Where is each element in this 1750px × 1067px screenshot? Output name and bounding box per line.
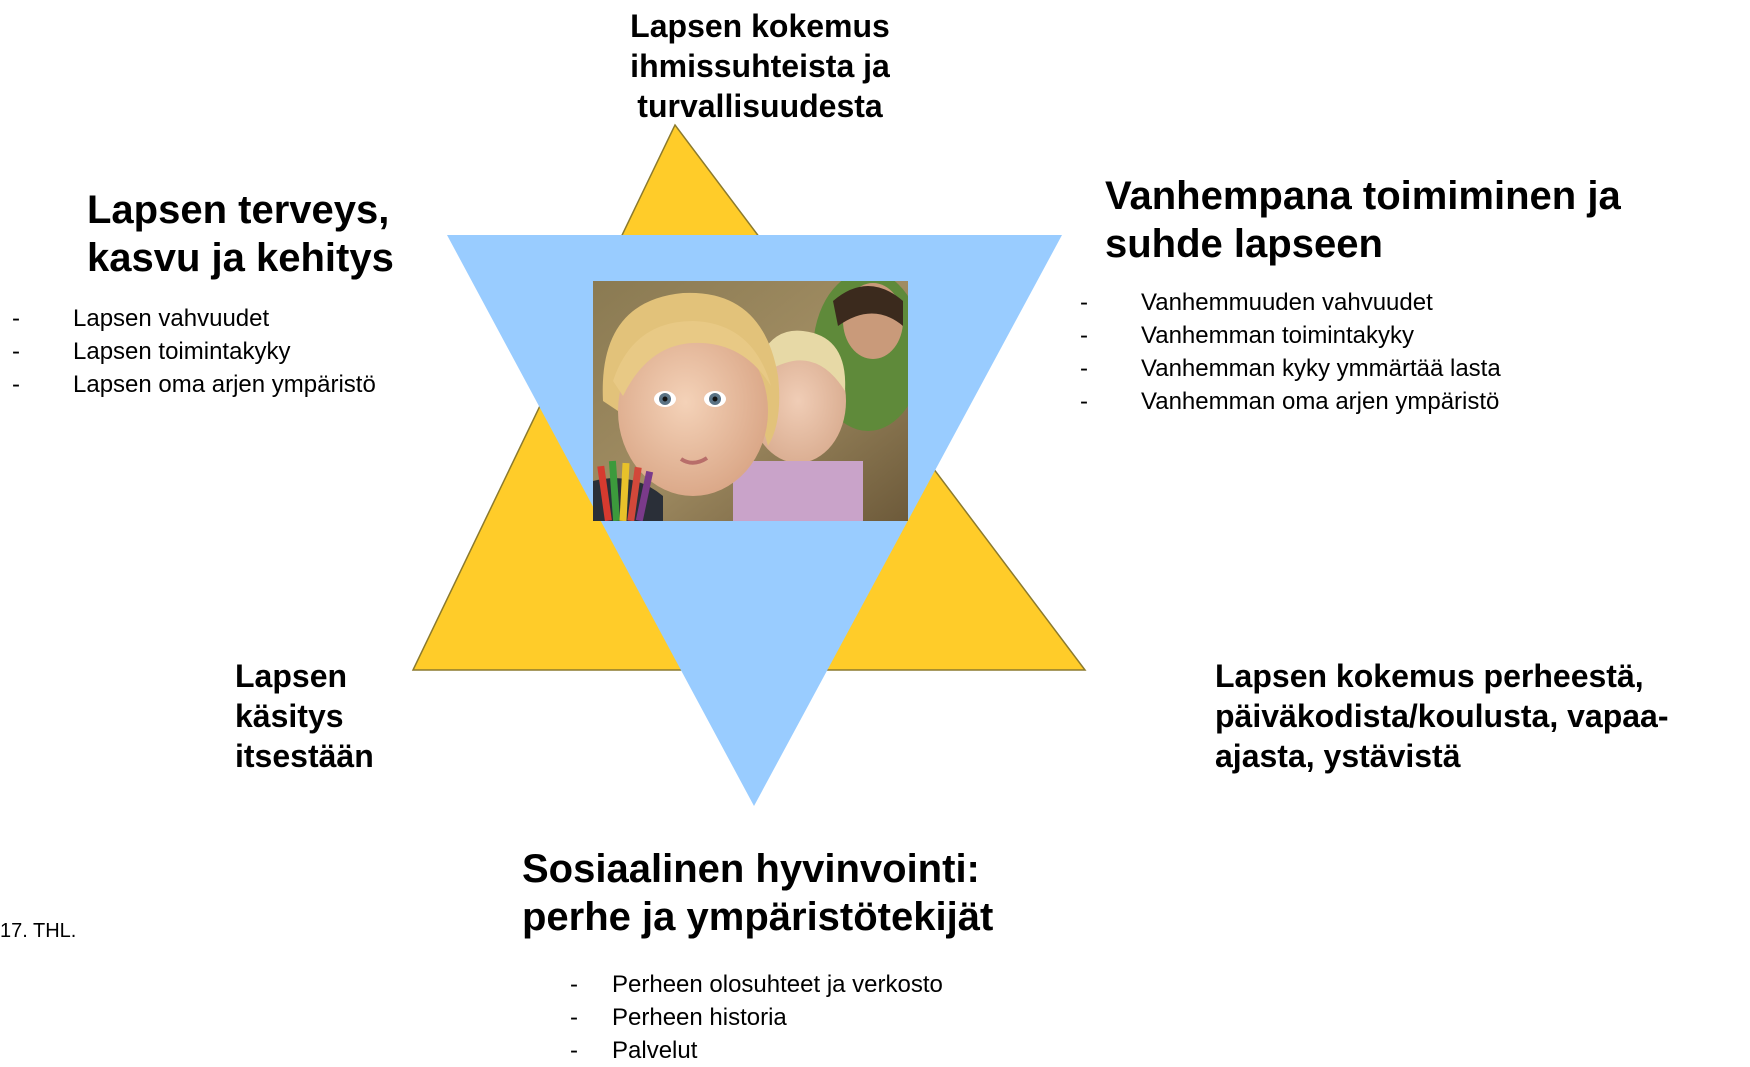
bottom-left-label: Lapsen käsitys itsestään (235, 656, 374, 776)
left-section-list: -Lapsen vahvuudet -Lapsen toimintakyky -… (12, 302, 376, 401)
right-section-title: Vanhempana toimiminen ja suhde lapseen (1105, 172, 1621, 268)
right-section-list: -Vanhemmuuden vahvuudet -Vanhemman toimi… (1080, 286, 1501, 418)
right-title-line: Vanhempana toimiminen ja (1105, 174, 1621, 218)
dash-mark: - (12, 338, 20, 365)
bottom-section-title: Sosiaalinen hyvinvointi: perhe ja ympäri… (522, 845, 993, 941)
left-title-line: kasvu ja kehitys (87, 236, 394, 280)
bottom-left-line: itsestään (235, 738, 374, 774)
bottom-right-line: Lapsen kokemus perheestä, (1215, 658, 1644, 694)
left-section-title: Lapsen terveys, kasvu ja kehitys (87, 186, 394, 282)
list-item: -Lapsen toimintakyky (12, 335, 376, 368)
right-title-line: suhde lapseen (1105, 222, 1383, 266)
bottom-right-line: ajasta, ystävistä (1215, 738, 1461, 774)
dash-mark: - (12, 371, 20, 398)
left-title-line: Lapsen terveys, (87, 188, 390, 232)
list-item: -Vanhemman oma arjen ympäristö (1080, 385, 1501, 418)
dash-mark: - (12, 305, 20, 332)
list-item: -Vanhemman toimintakyky (1080, 319, 1501, 352)
list-item: -Perheen olosuhteet ja verkosto (570, 968, 943, 1001)
dash-mark: - (570, 1037, 578, 1064)
list-item: -Vanhemmuuden vahvuudet (1080, 286, 1501, 319)
top-label-line: ihmissuhteista ja (630, 48, 890, 84)
dash-mark: - (1080, 388, 1088, 415)
child-photo (593, 281, 908, 521)
dash-mark: - (1080, 355, 1088, 382)
bottom-right-label: Lapsen kokemus perheestä, päiväkodista/k… (1215, 656, 1669, 776)
bottom-title-line: perhe ja ympäristötekijät (522, 895, 994, 939)
top-label-line: turvallisuudesta (637, 88, 883, 124)
list-item: -Palvelut (570, 1034, 943, 1067)
bottom-right-line: päiväkodista/koulusta, vapaa- (1215, 698, 1669, 734)
bottom-title-line: Sosiaalinen hyvinvointi: (522, 847, 980, 891)
source-caption: 17. THL. (0, 920, 77, 942)
list-item: -Vanhemman kyky ymmärtää lasta (1080, 352, 1501, 385)
bottom-left-line: Lapsen (235, 658, 348, 694)
bottom-section-list: -Perheen olosuhteet ja verkosto -Perheen… (570, 968, 943, 1067)
list-item: -Lapsen vahvuudet (12, 302, 376, 335)
list-item: -Lapsen oma arjen ympäristö (12, 368, 376, 401)
dash-mark: - (1080, 322, 1088, 349)
dash-mark: - (1080, 289, 1088, 316)
bottom-left-line: käsitys (235, 698, 344, 734)
top-label: Lapsen kokemus ihmissuhteista ja turvall… (560, 6, 960, 126)
top-label-line: Lapsen kokemus (630, 8, 890, 44)
dash-mark: - (570, 1004, 578, 1031)
dash-mark: - (570, 971, 578, 998)
list-item: -Perheen historia (570, 1001, 943, 1034)
